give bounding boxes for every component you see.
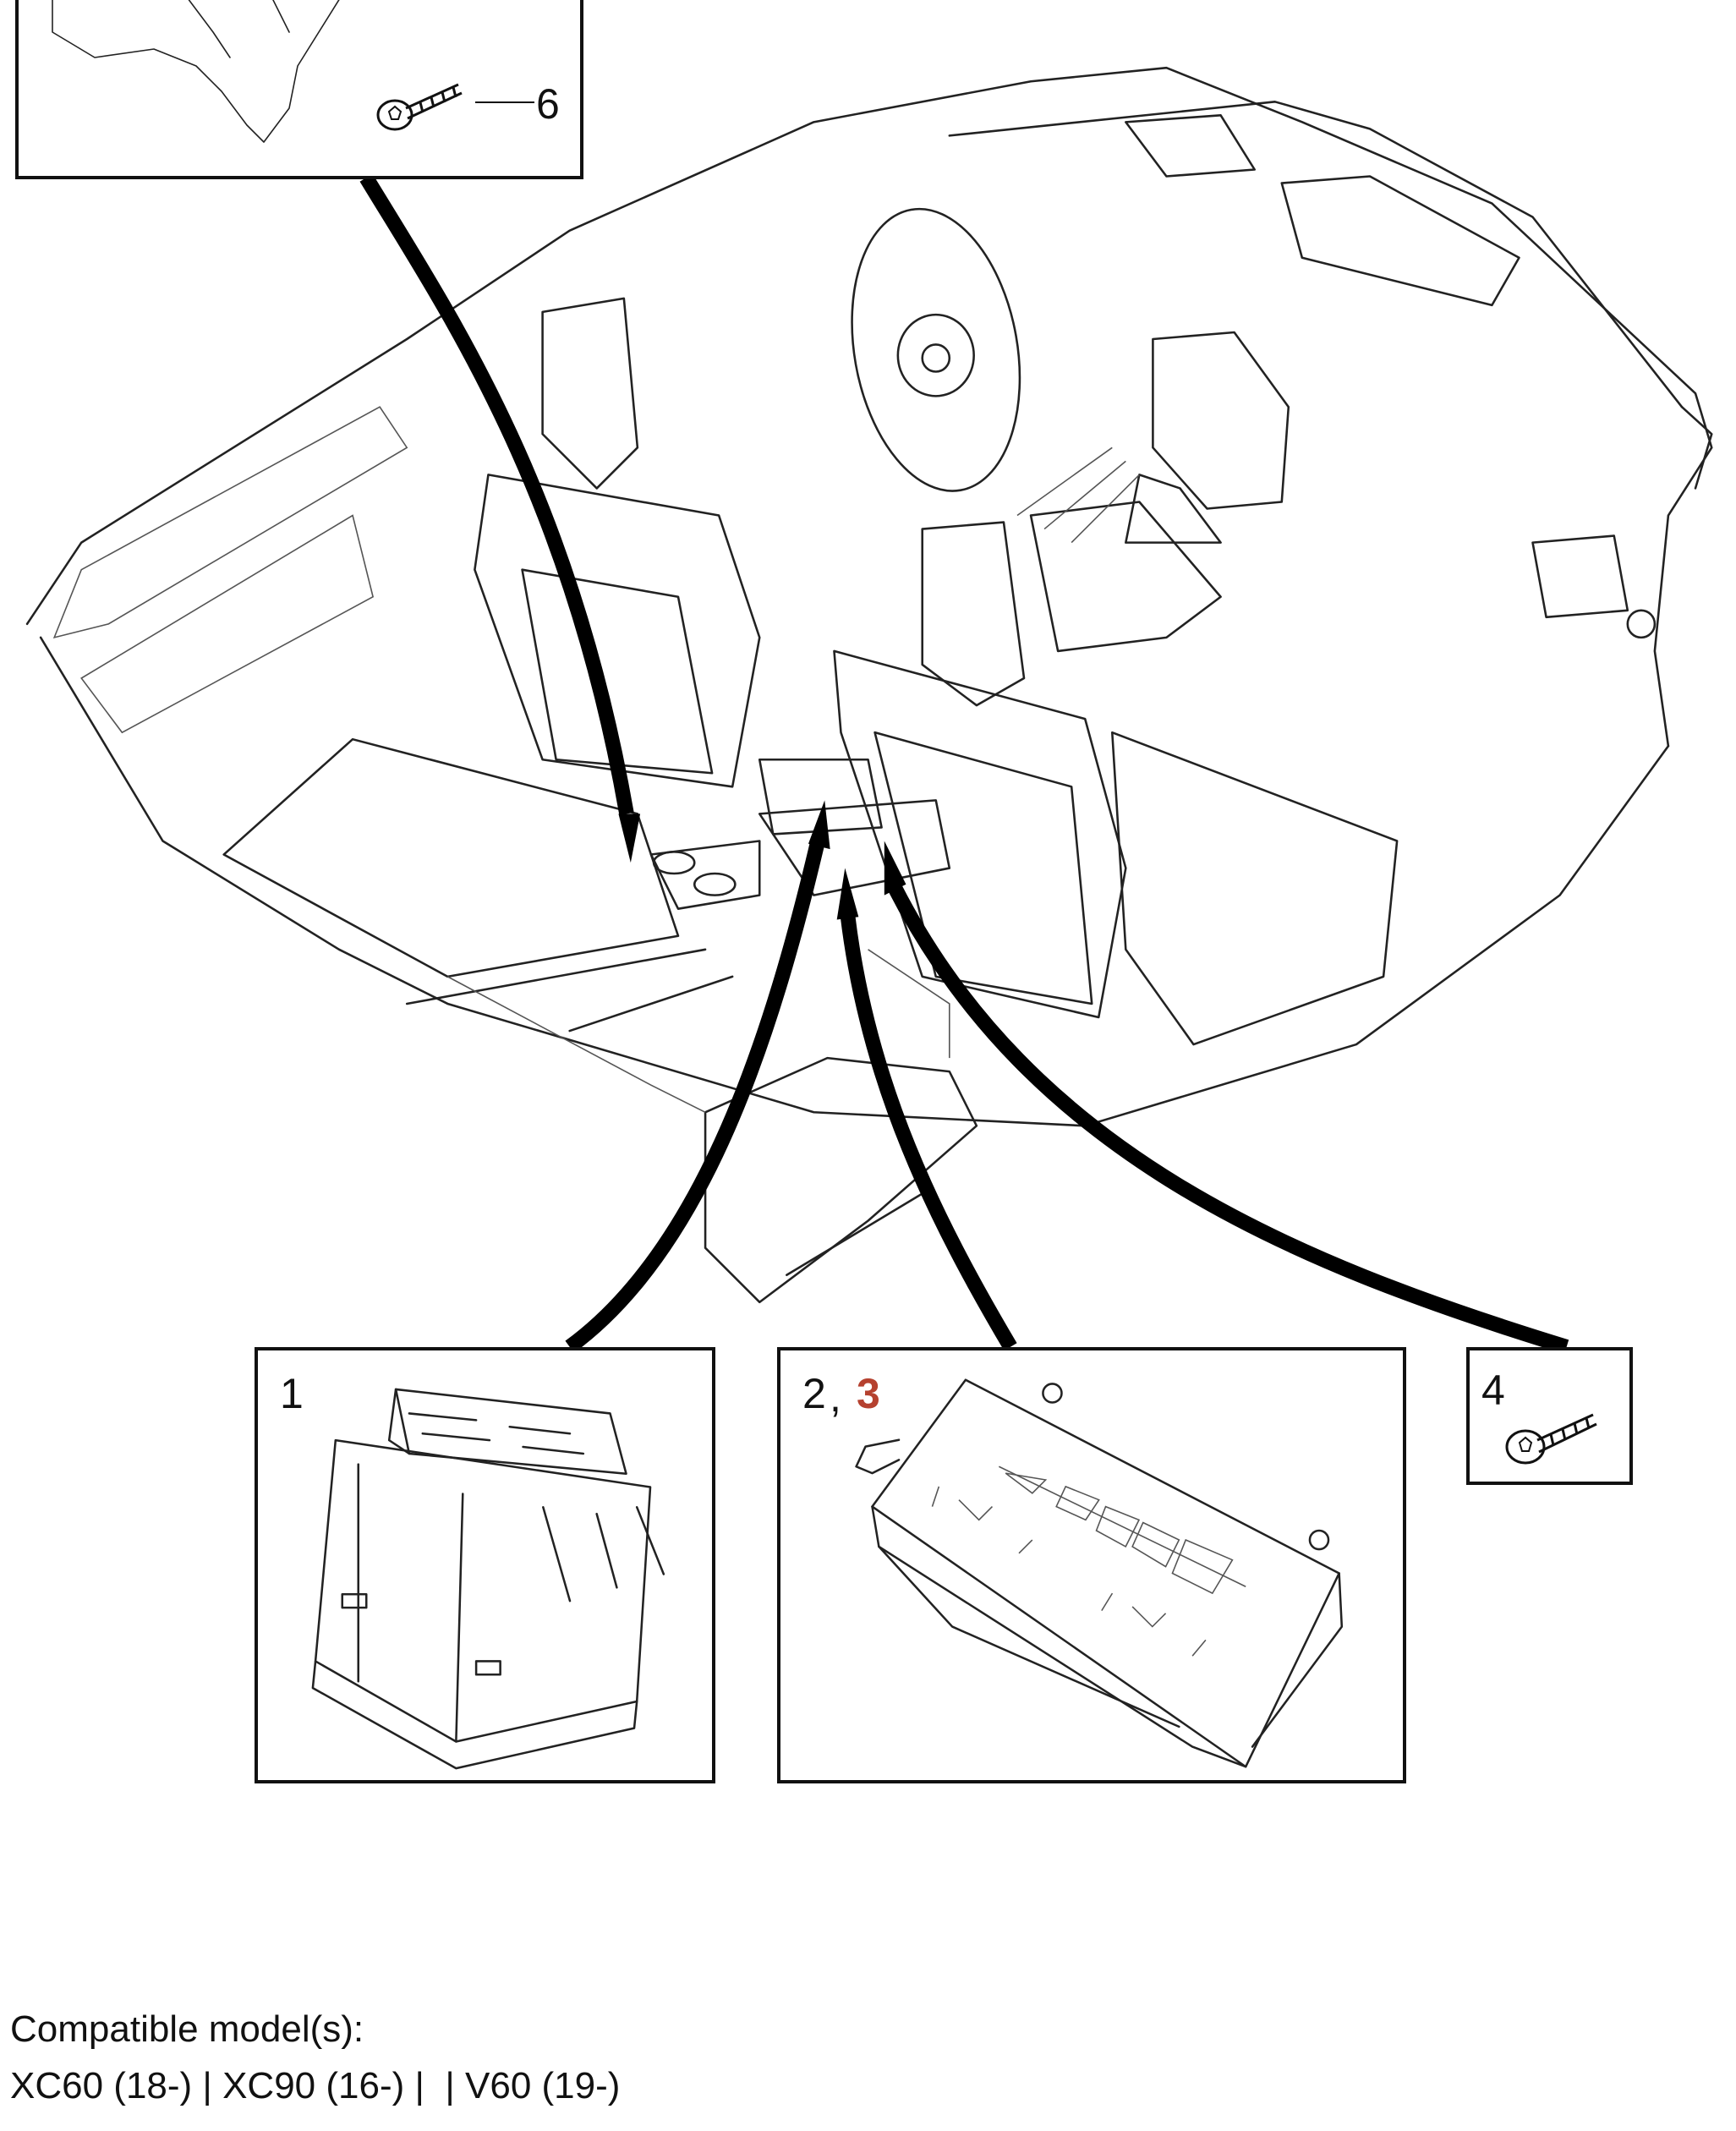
switch-module-illustration [311, 1388, 665, 1770]
compatible-models-list: XC60 (18-) | XC90 (16-) | | V60 (19-) [10, 2065, 621, 2106]
car-interior-illustration [25, 66, 1713, 1304]
screw-icon [376, 83, 463, 131]
callout-part4: 4 [1466, 1347, 1633, 1485]
part-number-1: 1 [280, 1370, 304, 1417]
arrow-part1 [565, 839, 825, 1353]
arrowhead-part6 [618, 814, 641, 863]
arrowhead-part2-3 [836, 868, 859, 920]
part-number-3: 3 [857, 1370, 880, 1417]
compatible-models-heading: Compatible model(s): [10, 2008, 364, 2050]
part-number-6: 6 [536, 80, 560, 128]
arrow-part4 [888, 885, 1569, 1355]
part-number-2: 2 [802, 1370, 826, 1417]
arrowhead-part1 [808, 800, 830, 850]
callout-part2-3: 2 , 3 [777, 1347, 1406, 1783]
arrow-to-part6 [359, 173, 634, 815]
bracket-illustration [52, 0, 340, 143]
callout-part6: 6 [15, 0, 583, 179]
callout-part1: 1 [255, 1347, 715, 1783]
part-separator: , [830, 1373, 841, 1421]
screw-icon [1505, 1413, 1597, 1465]
arrow-part2-3 [840, 914, 1017, 1351]
climate-control-panel-illustration [855, 1378, 1344, 1768]
arrowhead-part4 [884, 841, 906, 896]
part-number-4: 4 [1481, 1367, 1505, 1414]
leader-line [475, 101, 534, 103]
